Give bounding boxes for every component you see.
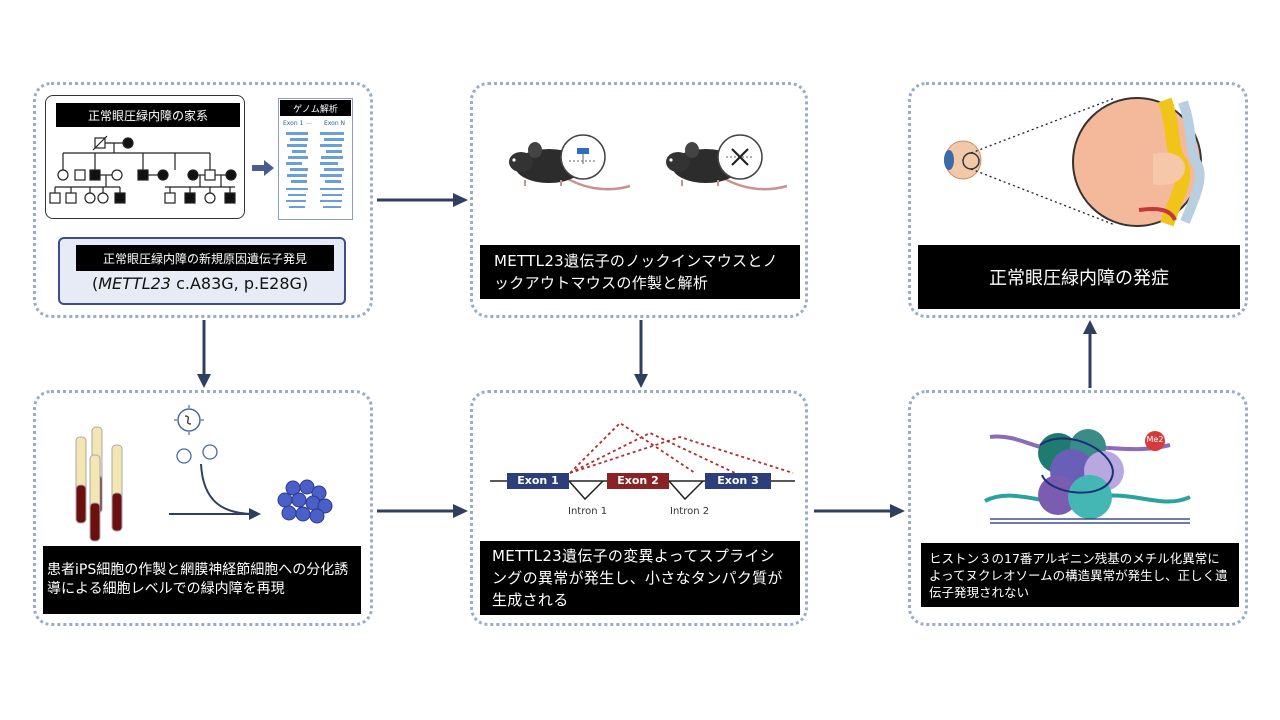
arrow-splicing-to-histone [814, 504, 905, 518]
onset-caption-text: 正常眼圧緑内障の発症 [989, 268, 1169, 289]
histone-caption-text: ヒストン３の17番アルギニン残基のメチル化異常によってヌクレオソームの構造異常が… [929, 550, 1228, 600]
differentiation-arrow [169, 463, 261, 520]
arrow-family-to-ips [197, 320, 211, 388]
arrow-ips-to-splicing [377, 504, 468, 518]
variant-open-paren: ( [92, 274, 99, 293]
discovery-title: 正常眼圧緑内障の新規原因遺伝子発見 [76, 245, 334, 271]
nucleosome-illustration [984, 429, 1191, 524]
mouse-caption: METTL23遺伝子のノックインマウスとノックアウトマウスの作製と解析 [480, 245, 800, 299]
intron1-label: Intron 1 [568, 506, 608, 517]
virus-vectors-illustration [174, 405, 218, 464]
genome-title: ゲノム解析 [280, 100, 351, 116]
variant-gene: METTL23 [98, 274, 171, 293]
ips-caption: 患者iPS細胞の作製と網膜神経節細胞への分化誘導による細胞レベルでの緑内障を再現 [43, 546, 361, 614]
me2-label: Me2 [1146, 435, 1164, 444]
knockin-mouse-illustration [509, 134, 631, 191]
discovery-title-text: 正常眼圧緑内障の新規原因遺伝子発見 [102, 251, 307, 266]
eye-illustration [944, 97, 1205, 227]
genome-col-label-2: Exon N [324, 120, 346, 127]
splicing-diagram [490, 421, 795, 501]
variant-text: (METTL23 c.A83G, p.E28G) [92, 274, 308, 293]
pedigree-chart [49, 135, 237, 204]
cell-cluster-illustration [277, 479, 333, 524]
pedigree-title: 正常眼圧緑内障の家系 [56, 103, 240, 127]
exon3-label: Exon 3 [717, 474, 759, 487]
arrow-to-genome [252, 160, 274, 176]
arrow-mouse-to-splicing [634, 320, 648, 388]
arrow-family-to-mouse [377, 193, 468, 207]
exon2-label: Exon 2 [617, 474, 659, 487]
splicing-caption: METTL23遺伝子の変異よってスプライシングの異常が発生し、小さなタンパク質が… [480, 541, 800, 615]
onset-caption: 正常眼圧緑内障の発症 [918, 245, 1240, 309]
blood-tubes-illustration [75, 426, 123, 542]
genome-col-dots: … [306, 119, 312, 126]
variant-detail: c.A83G, p.E28G) [170, 274, 309, 293]
pedigree-title-text: 正常眼圧緑内障の家系 [87, 108, 208, 123]
genome-title-text: ゲノム解析 [293, 104, 338, 115]
splicing-caption-text: METTL23遺伝子の変異よってスプライシングの異常が発生し、小さなタンパク質が… [492, 547, 783, 609]
genome-reads [286, 132, 344, 208]
knockout-mouse-illustration [666, 134, 788, 191]
pedigree-box [45, 95, 245, 219]
exon1-label: Exon 1 [517, 474, 559, 487]
arrow-histone-to-onset [1083, 320, 1097, 388]
genome-col-label-1: Exon 1 [283, 120, 304, 127]
intron2-label: Intron 2 [670, 506, 710, 517]
histone-caption: ヒストン３の17番アルギニン残基のメチル化異常によってヌクレオソームの構造異常が… [921, 543, 1239, 607]
mouse-caption-text: METTL23遺伝子のノックインマウスとノックアウトマウスの作製と解析 [494, 252, 778, 292]
ips-caption-text: 患者iPS細胞の作製と網膜神経節細胞への分化誘導による細胞レベルでの緑内障を再現 [47, 562, 349, 597]
